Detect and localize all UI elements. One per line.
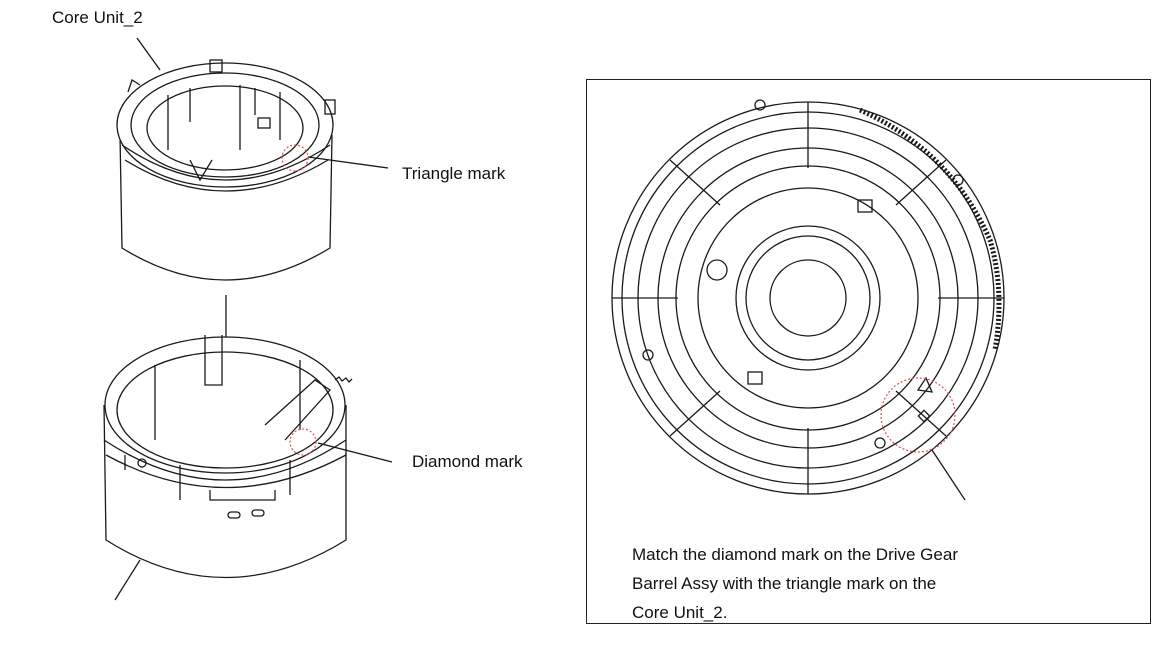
instruction-line-1: Match the diamond mark on the Drive Gear [632, 545, 958, 564]
diamond-mark-highlight [289, 428, 317, 456]
detail-mark-highlight [880, 377, 956, 453]
alignment-instruction: Match the diamond mark on the Drive Gear… [632, 540, 1132, 627]
top-view-drawing [611, 99, 1005, 495]
detail-view-box [586, 79, 1151, 624]
drive-gear-barrel-drawing [103, 335, 353, 579]
core-unit-leader [136, 37, 161, 71]
triangle-mark-label: Triangle mark [402, 164, 506, 183]
diamond-mark-label: Diamond mark [412, 452, 523, 471]
instruction-line-2: Barrel Assy with the triangle mark on th… [632, 574, 937, 593]
core-unit-label: Core Unit_2 [52, 8, 143, 27]
barrel-leader [114, 559, 141, 601]
detail-leader [931, 449, 966, 501]
diamond-mark-leader [317, 442, 393, 463]
triangle-mark-highlight [281, 144, 309, 172]
lens-opening [769, 259, 847, 337]
core-unit-drawing [116, 59, 336, 281]
instruction-line-3: Core Unit_2. [632, 603, 728, 622]
triangle-mark-leader [307, 156, 389, 169]
